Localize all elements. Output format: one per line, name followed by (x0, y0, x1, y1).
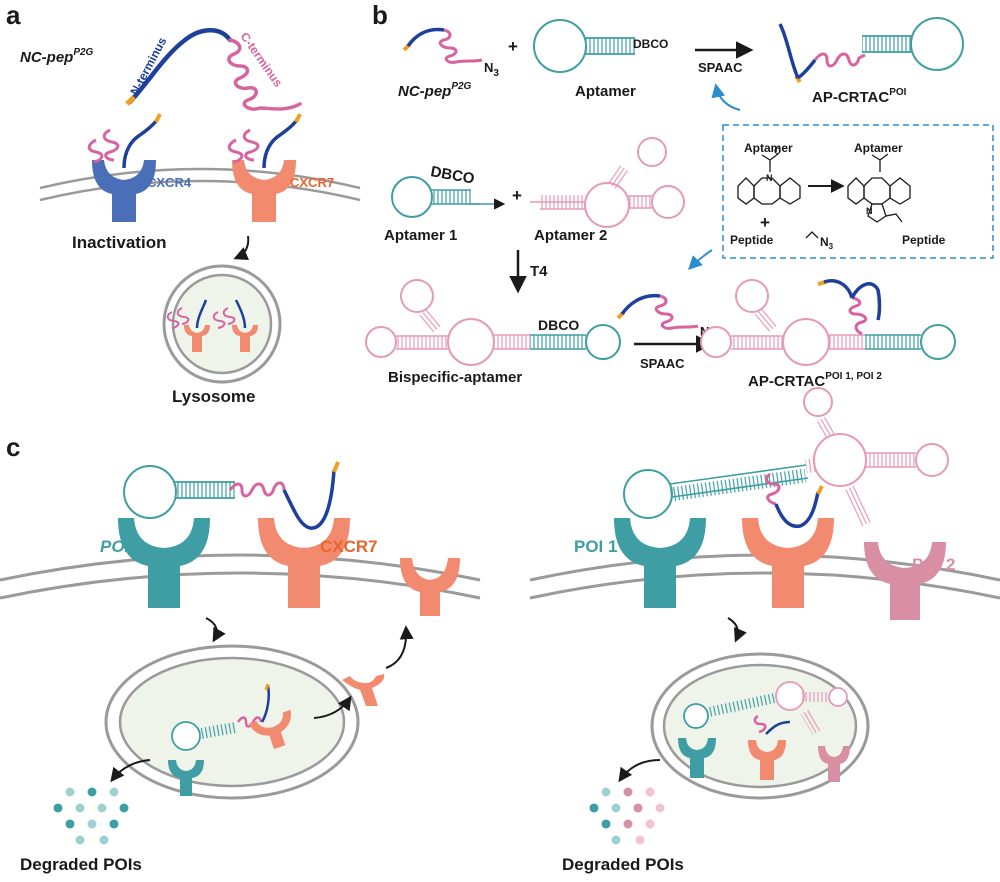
inset-plus: + (760, 213, 770, 232)
arrow-inset-to-spaac-1 (711, 83, 741, 111)
membrane-a-top (39, 167, 361, 190)
inset-peptide-right: Peptide (902, 233, 946, 247)
aptamer-1-label: Aptamer 1 (384, 227, 457, 244)
degraded-pois-label-right: Degraded POIs (562, 855, 684, 874)
bispecific-label: Bispecific-aptamer (388, 369, 522, 386)
inset-triazole-n: N (866, 206, 873, 216)
arrow-recycle-out (313, 695, 352, 719)
peptide-label-b: NC-pepP2G (398, 81, 472, 100)
panel-a: a NC-pepP2G N-terminus C-terminus CXCR4 (6, 0, 361, 406)
inset-aptamer-left: Aptamer (744, 141, 793, 155)
degraded-dots-left (53, 787, 129, 845)
poi-receptor-left (118, 465, 235, 608)
peptide-graphic-b (402, 27, 483, 64)
cxcr7-receptor-left (228, 461, 350, 608)
poi2-label: POI 2 (912, 555, 955, 574)
poi-label: POI (100, 537, 131, 556)
lysosome-graphic (162, 264, 282, 384)
arrow-endocytosis-right (727, 617, 747, 643)
aptamer-2-label: Aptamer 2 (534, 227, 607, 244)
cxcr7-label-c: CXCR7 (320, 537, 378, 556)
arrow-degradation-right (618, 759, 661, 783)
endosome-left (104, 644, 360, 800)
cxcr7-receptor-right (742, 518, 834, 608)
spaac-label-2: SPAAC (640, 356, 685, 371)
peptide-graphic-b2 (616, 293, 699, 330)
panel-b: b N3 + NC-pepP2G DBCO Aptamer SPAAC (365, 0, 994, 390)
t4-label: T4 (530, 263, 548, 280)
spaac-mechanism-inset (722, 124, 994, 259)
product-1-label: AP-CRTACPOI (812, 87, 907, 106)
free-cxcr7-receptor (342, 674, 385, 706)
bispecific-conjugate-right (669, 387, 949, 529)
aptamer-1-graphic (391, 176, 506, 218)
endosome-right (650, 652, 870, 800)
recycled-cxcr7-receptor (400, 558, 460, 616)
poi1-label: POI 1 (574, 537, 617, 556)
plus-sign-2: + (512, 186, 522, 205)
product-2-label: AP-CRTACPOI 1, POI 2 (748, 371, 882, 390)
aptamer-label: Aptamer (575, 83, 636, 100)
arrow-degradation-left (110, 759, 151, 783)
panel-b-letter: b (372, 0, 388, 30)
inset-n3: N3 (820, 235, 834, 251)
cxcr4-label: CXCR4 (147, 175, 192, 190)
dbco-label-2: DBCO (429, 163, 476, 187)
ap-crtac-bispecific-graphic (700, 279, 956, 366)
lysosome-label: Lysosome (172, 387, 255, 406)
panel-a-letter: a (6, 0, 21, 30)
cxcr7-label-a: CXCR7 (290, 175, 334, 190)
panel-c: c POI CXCR7 (0, 387, 1000, 874)
arrow-endocytosis-left (205, 617, 226, 643)
poi2-receptor (864, 542, 946, 620)
inset-n-atom: N (766, 173, 773, 183)
cxcr7-receptor-a (227, 113, 302, 222)
inset-aptamer-right: Aptamer (854, 141, 903, 155)
peptide-label-a: NC-pepP2G (20, 47, 94, 66)
plus-sign-1: + (508, 37, 518, 56)
dbco-label-3: DBCO (538, 317, 579, 333)
c-terminus-label: C-terminus (238, 30, 286, 90)
ap-crtac-poi-graphic (778, 17, 964, 84)
aptamer-graphic (533, 19, 635, 73)
cxcr4-receptor (87, 113, 162, 222)
spaac-label-1: SPAAC (698, 60, 743, 75)
dbco-label-1: DBCO (633, 37, 668, 51)
bispecific-aptamer-graphic (365, 279, 621, 366)
panel-c-letter: c (6, 432, 20, 462)
peptide-graphic-a (125, 28, 302, 111)
arrow-internalize-a (233, 235, 250, 261)
n3-label-1: N3 (484, 60, 499, 79)
inset-o-atom: O (774, 146, 781, 156)
degraded-dots-right (589, 787, 665, 845)
inset-peptide-left: Peptide (730, 233, 774, 247)
n-terminus-label: N-terminus (127, 35, 169, 98)
arrow-recycle-up (385, 625, 414, 669)
arrow-inset-to-spaac-2 (688, 249, 713, 270)
membrane-a-bottom (39, 179, 361, 202)
membrane-c-right-bottom (529, 571, 1000, 600)
degraded-pois-label-left: Degraded POIs (20, 855, 142, 874)
aptamer-2-graphic (530, 137, 685, 228)
inactivation-label: Inactivation (72, 233, 166, 252)
